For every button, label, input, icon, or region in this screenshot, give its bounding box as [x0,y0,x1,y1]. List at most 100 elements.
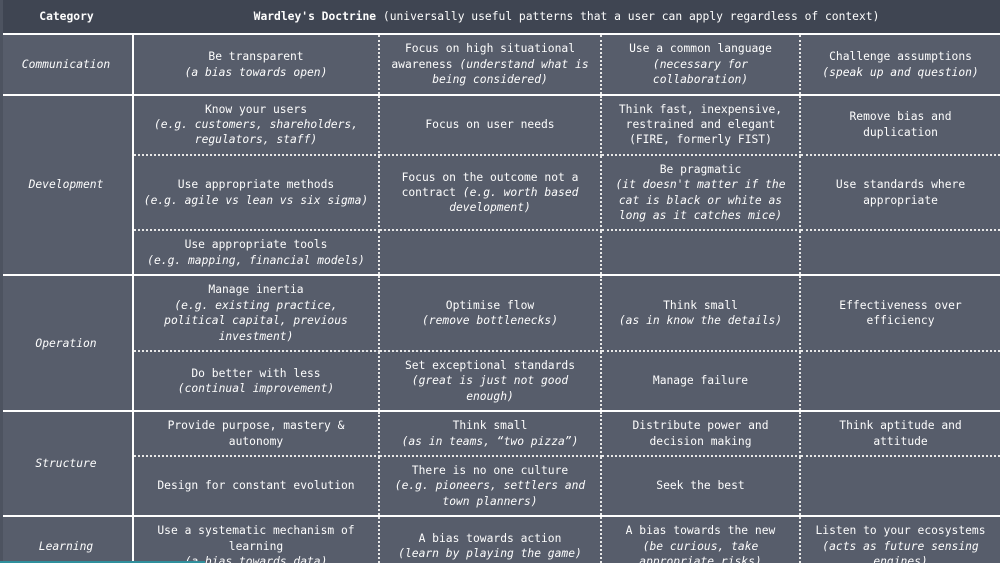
doctrine-sub: (a bias towards open) [184,65,328,79]
doctrine-main: Think fast, inexpensive, restrained and … [618,102,783,147]
doctrine-main: Be transparent [208,50,304,64]
header-doctrine-title: Wardley's Doctrine [253,10,377,23]
doctrine-sub: (great is just not good enough) [411,374,569,403]
doctrine-sub: (e.g. mapping, financial models) [147,253,365,267]
doctrine-main: A bias towards action [418,531,562,545]
doctrine-sub: (speak up and question) [822,65,979,79]
table-row: Structure Provide purpose, mastery & auto… [0,410,1000,517]
header-doctrine-note: (universally useful patterns that a user… [376,10,880,23]
doctrine-main: Distribute power and decision making [632,419,769,448]
header-category: Category [0,0,133,36]
bottom-accent-line [0,561,205,563]
table-row: Use appropriate methods(e.g. agile vs le… [0,154,1000,232]
doctrine-cell[interactable]: Use appropriate tools(e.g. mapping, fina… [133,230,380,276]
doctrine-cell[interactable]: Effectiveness over efficiency [800,274,1000,352]
table-row: Design for constant evolution There is no… [0,455,1000,517]
doctrine-cell[interactable]: Challenge assumptions(speak up and quest… [800,33,1000,95]
doctrine-sub: (as in teams, “two pizza”) [401,434,579,448]
doctrine-cell[interactable]: Provide purpose, mastery & autonomy [133,410,380,457]
doctrine-main: Think aptitude and attitude [839,419,962,448]
doctrine-main: Use a common language [629,42,772,56]
doctrine-cell[interactable]: Do better with less(continual improvemen… [133,350,380,412]
doctrine-sub: (be curious, take appropriate risks) [639,539,762,563]
doctrine-cell[interactable]: Think aptitude and attitude [800,410,1000,457]
doctrine-cell[interactable]: Be pragmatic (it doesn't matter if the ca… [601,154,801,232]
header-doctrine: Wardley's Doctrine (universally useful p… [133,0,1000,36]
doctrine-main: Use appropriate tools [184,238,328,252]
doctrine-main: Use appropriate methods [177,178,335,192]
doctrine-cell[interactable]: Be transparent(a bias towards open) [133,33,380,95]
category-cell-operation: Operation [0,274,134,412]
doctrine-sub: (as in know the details) [618,314,783,328]
doctrine-cell[interactable]: Focus on the outcome not a contract (e.g… [379,154,602,232]
doctrine-main: Manage failure [652,374,749,388]
doctrine-sub: (a bias towards data) [184,554,328,563]
doctrine-main: Focus on user needs [425,118,555,132]
doctrine-cell[interactable]: Use standards where appropriate [800,154,1000,232]
doctrine-main: Listen to your ecosystems [815,524,986,538]
category-cell-communication: Communication [0,33,134,95]
doctrine-sub: (e.g. pioneers, settlers and town planne… [394,479,586,508]
doctrine-main: Use a systematic mechanism of learning [157,524,355,553]
left-edge-strip [0,0,3,563]
doctrine-sub: (e.g. existing practice, political capit… [164,298,348,343]
doctrine-cell[interactable]: Focus on high situational awareness (und… [379,33,602,95]
doctrine-main: Design for constant evolution [157,479,355,493]
doctrine-main: Do better with less [191,366,321,380]
doctrine-cell[interactable] [800,455,1000,517]
doctrine-cell[interactable]: A bias towards the new(be curious, take … [601,515,801,563]
doctrine-main: Focus on the outcome not a contract [401,170,579,199]
doctrine-sub: (e.g. customers, shareholders, regulator… [153,118,359,147]
doctrine-sub: (it doesn't matter if the cat is black o… [615,178,786,223]
doctrine-main: Provide purpose, mastery & autonomy [167,419,345,448]
doctrine-main: Know your users [204,102,308,116]
doctrine-sub: (understand what is being considered) [432,57,589,87]
doctrine-main: Set exceptional standards [404,358,576,372]
doctrine-cell[interactable]: Focus on user needs [379,93,602,156]
doctrine-cell[interactable]: Manage failure [601,350,801,412]
category-cell-structure: Structure [0,410,134,517]
doctrine-cell[interactable]: Design for constant evolution [133,455,380,517]
doctrine-cell[interactable]: Think fast, inexpensive, restrained and … [601,93,801,156]
doctrine-cell[interactable]: Distribute power and decision making [601,410,801,457]
doctrine-cell[interactable]: Seek the best [601,455,801,517]
table-row: Use appropriate tools(e.g. mapping, fina… [0,230,1000,276]
doctrine-main: A bias towards the new [625,524,776,538]
doctrine-cell[interactable]: Use a systematic mechanism of learning(a… [133,515,380,563]
doctrine-cell[interactable]: Think small(as in teams, “two pizza”) [379,410,602,457]
doctrine-cell[interactable]: Think small (as in know the details) [601,274,801,352]
doctrine-main: Think small [663,298,738,312]
doctrine-main: Be pragmatic [659,162,742,176]
doctrine-main: Manage inertia [208,283,304,297]
doctrine-cell[interactable]: Know your users (e.g. customers, sharehol… [133,93,380,156]
doctrine-cell[interactable] [800,350,1000,412]
doctrine-cell[interactable]: Remove bias and duplication [800,93,1000,156]
doctrine-cell[interactable]: Use appropriate methods(e.g. agile vs le… [133,154,380,232]
doctrine-cell[interactable]: Optimise flow(remove bottlenecks) [379,274,602,352]
doctrine-main: Think small [452,419,528,433]
doctrine-cell[interactable]: Manage inertia(e.g. existing practice, p… [133,274,380,352]
doctrine-cell[interactable]: A bias towards action(learn by playing t… [379,515,602,563]
doctrine-main: Focus on high situational awareness [391,42,576,71]
doctrine-main: Effectiveness over efficiency [839,298,962,328]
doctrine-cell[interactable]: Use a common language(necessary for coll… [601,33,801,95]
doctrine-cell[interactable] [379,230,602,276]
doctrine-cell[interactable]: Listen to your ecosystems(acts as future… [800,515,1000,563]
doctrine-main: There is no one culture [411,463,569,477]
doctrine-cell[interactable]: Set exceptional standards (great is just … [379,350,602,412]
doctrine-cell[interactable] [800,230,1000,276]
doctrine-cell[interactable]: There is no one culture (e.g. pioneers, s… [379,455,602,517]
doctrine-sub: (necessary for collaboration) [652,57,749,87]
doctrine-sub: (e.g. agile vs lean vs six sigma) [143,193,369,207]
category-cell-learning: Learning [0,515,134,563]
doctrine-cell[interactable] [601,230,801,276]
doctrine-main: Remove bias and duplication [849,110,952,139]
